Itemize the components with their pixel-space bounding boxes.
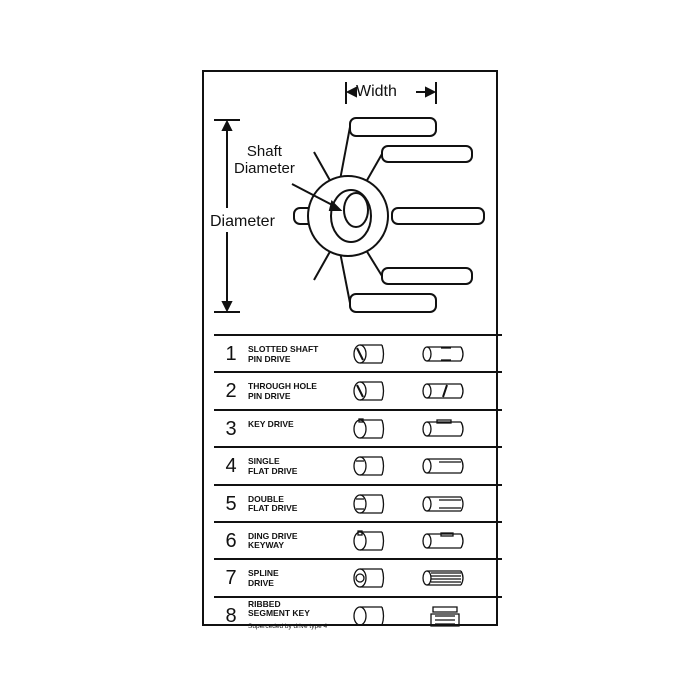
drive-type-number: 5	[225, 492, 237, 515]
impeller-diagram: Width Shaft Diameter Diameter	[204, 72, 500, 334]
drive-type-row: 2 THROUGH HOLE PIN DRIVE	[214, 371, 502, 408]
diameter-label: Diameter	[210, 213, 275, 230]
drive-type-row: 4 SINGLE FLAT DRIVE	[214, 446, 502, 483]
single-flat-shaft-icon	[422, 458, 464, 474]
drive-type-row: 3 KEY DRIVE	[214, 408, 502, 446]
ribbed-segment-hub-icon	[353, 606, 385, 626]
key-shaft-icon	[422, 419, 464, 437]
double-flat-hub-icon	[353, 493, 385, 514]
drive-type-number: 3	[225, 417, 237, 440]
drive-type-row: 5 DOUBLE FLAT DRIVE	[214, 483, 502, 521]
impeller-chart-frame: Width Shaft Diameter Diameter 1 SLOTTED S…	[202, 70, 502, 630]
drive-type-description: SPLINE DRIVE	[248, 568, 279, 588]
spline-hub-icon	[353, 568, 385, 588]
ribbed-segment-shaft-icon	[430, 606, 460, 627]
drive-type-number: 6	[225, 529, 237, 552]
drive-type-number: 2	[225, 380, 237, 403]
shaft-diameter-label: Shaft Diameter	[234, 143, 295, 177]
drive-type-description: SLOTTED SHAFT PIN DRIVE	[248, 344, 319, 364]
drive-type-description: DING DRIVE KEYWAY	[248, 530, 298, 551]
through-pin-hub-icon	[353, 381, 385, 402]
drive-type-number: 4	[225, 455, 237, 478]
drive-type-description: THROUGH HOLE PIN DRIVE	[248, 381, 317, 401]
key-hub-icon	[353, 418, 385, 439]
drive-type-number: 1	[225, 343, 237, 365]
width-label: Width	[356, 83, 397, 100]
through-pin-shaft-icon	[422, 383, 464, 400]
drive-type-description: KEY DRIVE	[248, 418, 294, 429]
impeller-drawing	[214, 82, 485, 313]
drive-type-note: Superceded by drive type 4	[248, 622, 328, 630]
drive-type-description: DOUBLE FLAT DRIVE	[248, 493, 298, 514]
drive-type-description: RIBBED SEGMENT KEY	[248, 598, 310, 619]
ding-keyway-hub-icon	[353, 530, 385, 551]
single-flat-hub-icon	[353, 456, 385, 476]
spline-shaft-icon	[422, 570, 464, 586]
double-flat-shaft-icon	[422, 495, 464, 512]
slotted-pin-hub-icon	[353, 344, 385, 364]
drive-type-row: 6 DING DRIVE KEYWAY	[214, 520, 502, 558]
slotted-pin-shaft-icon	[422, 346, 464, 362]
drive-type-table: 1 SLOTTED SHAFT PIN DRIVE 2 THROUGH HOLE PI…	[214, 334, 502, 632]
drive-type-number: 8	[225, 604, 237, 627]
ding-keyway-shaft-icon	[422, 532, 464, 549]
drive-type-row: 7 SPLINE DRIVE	[214, 558, 502, 595]
drive-type-row: 1 SLOTTED SHAFT PIN DRIVE	[214, 334, 502, 371]
drive-type-number: 7	[225, 567, 237, 590]
drive-type-row: 8 RIBBED SEGMENT KEY Superceded by drive t…	[214, 595, 502, 632]
drive-type-description: SINGLE FLAT DRIVE	[248, 456, 298, 476]
